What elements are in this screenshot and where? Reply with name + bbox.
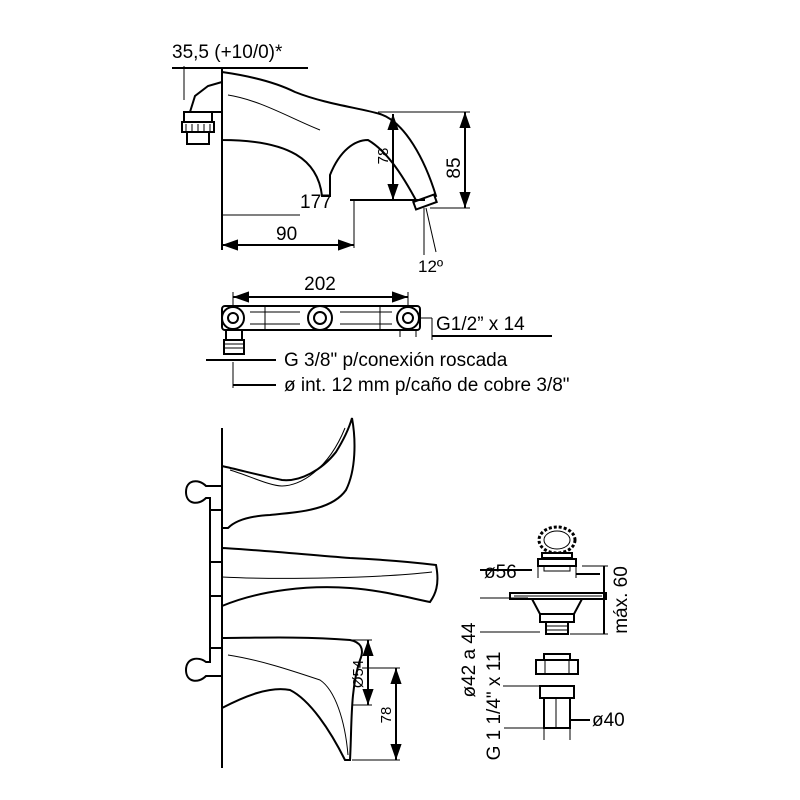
inlet-thread (223, 339, 245, 355)
spout-side-view: 35,5 (+10/0)* 85 78 177 90 12º (172, 42, 471, 276)
tailpiece (543, 697, 571, 729)
front-spout-edge (221, 571, 433, 579)
length-label: 177 (300, 192, 332, 213)
drain-body (530, 598, 584, 615)
hole-range-label: ø42 a 44 (459, 622, 480, 697)
inner-height-label: 78 (375, 148, 392, 165)
bottom-handle (221, 636, 363, 761)
spout-connector (188, 80, 223, 113)
pipe-label: ø int. 12 mm p/caño de cobre 3/8" (284, 375, 570, 396)
thread-label: G 1 1/4" x 11 (484, 652, 505, 761)
tailpiece-top (539, 685, 575, 699)
connector-nut (183, 111, 213, 123)
max-height-label: máx. 60 (611, 566, 632, 634)
left-port (221, 306, 245, 330)
outlet-thread-label: G1/2” x 14 (436, 314, 525, 335)
inlet-fitting (225, 329, 243, 341)
locknut (535, 659, 579, 675)
connector-thread (186, 131, 210, 145)
rough-in-lower-block (209, 595, 223, 649)
height-label: 85 (444, 157, 465, 178)
flange-diameter-label: Ø54 (350, 660, 367, 688)
drain-stem (545, 621, 569, 635)
bottom-handle-edge (227, 654, 349, 756)
bottom-diameter-label: ø40 (592, 710, 625, 731)
reach-label: 90 (276, 224, 297, 245)
rough-in-upper-block (209, 509, 223, 563)
front-view: Ø54 78 (184, 417, 439, 768)
drain-assembly: ø56 máx. 60 ø42 a 44 G 1 1/4" x 11 ø40 (459, 525, 632, 761)
width-label: 202 (304, 274, 336, 295)
stopper-cap (541, 552, 573, 559)
offset-label: 35,5 (+10/0)* (172, 42, 283, 63)
aerator (412, 193, 438, 211)
angle-label: 12º (418, 257, 443, 276)
rough-in-valve: 202 G1/2” x 14 G 3/8" p/conexión roscada… (206, 274, 570, 396)
top-handle (221, 417, 356, 529)
right-port (396, 306, 420, 330)
spout-edge (227, 94, 321, 131)
spout-body (221, 70, 438, 206)
inlet-thread-label: G 3/8" p/conexión roscada (284, 350, 508, 371)
top-handle-edge (229, 427, 346, 487)
stopper-chain (537, 525, 577, 555)
drain-collar (539, 613, 575, 623)
center-port (307, 305, 333, 331)
handle-height-label: 78 (378, 707, 395, 724)
top-diameter-label: ø56 (484, 562, 517, 583)
stopper-disc (537, 558, 577, 567)
front-spout (221, 546, 439, 608)
